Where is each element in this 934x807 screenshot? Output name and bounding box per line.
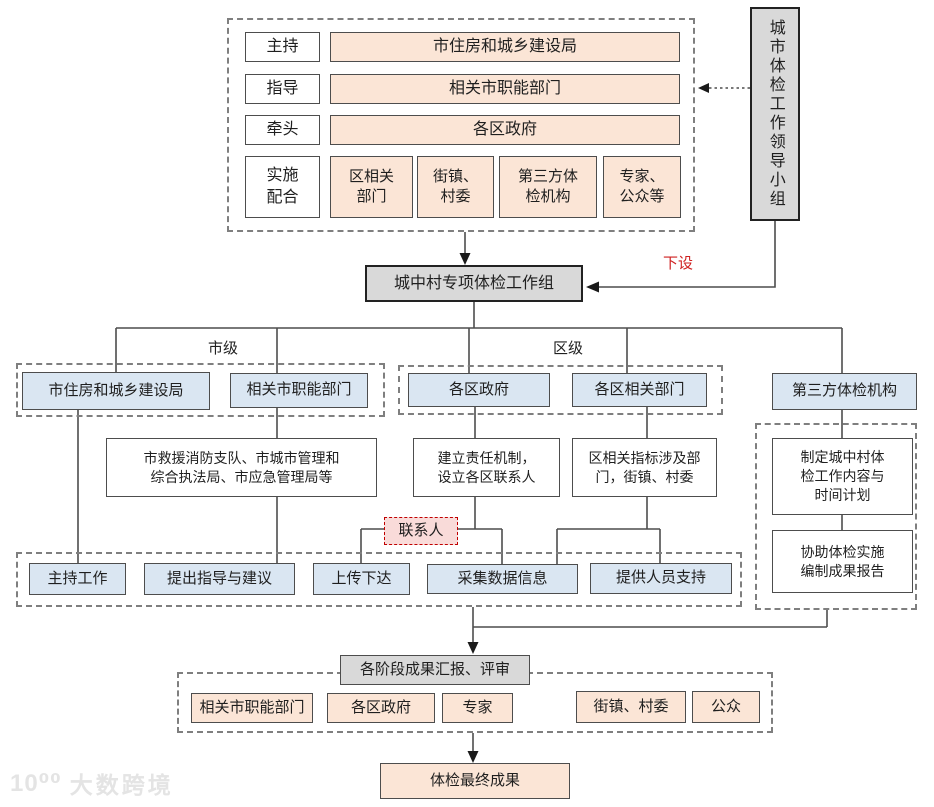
role-guide-label: 指导 bbox=[245, 74, 320, 104]
duty-host-box: 主持工作 bbox=[29, 563, 126, 595]
review-participant-1: 相关市职能部门 bbox=[191, 693, 313, 723]
watermark-text: 大数跨境 bbox=[69, 772, 174, 798]
top-org-group bbox=[227, 18, 695, 232]
host-org-box: 市住房和城乡建设局 bbox=[330, 32, 680, 62]
review-participant-3: 专家 bbox=[442, 693, 513, 723]
duty-personnel-box: 提供人员支持 bbox=[590, 563, 732, 594]
district-level-label: 区级 bbox=[552, 340, 583, 357]
lead-org-box: 各区政府 bbox=[330, 115, 680, 145]
review-box: 各阶段成果汇报、评审 bbox=[340, 655, 530, 685]
implement-org-4: 专家、 公众等 bbox=[603, 156, 681, 218]
role-host-label: 主持 bbox=[245, 32, 320, 62]
below-annotation: 下设 bbox=[663, 255, 694, 272]
district-group bbox=[398, 365, 723, 415]
watermark: 10⁰⁰ 大数跨境 bbox=[10, 766, 174, 800]
review-participant-4: 街镇、村委 bbox=[576, 691, 686, 723]
implement-org-3: 第三方体 检机构 bbox=[499, 156, 597, 218]
duties-group bbox=[16, 552, 742, 607]
city-agencies-task-box: 市救援消防支队、市城市管理和 综合执法局、市应急管理局等 bbox=[106, 438, 377, 497]
workgroup-box: 城中村专项体检工作组 bbox=[365, 265, 583, 302]
watermark-logo-icon: 10⁰⁰ bbox=[10, 769, 62, 797]
final-result-box: 体检最终成果 bbox=[380, 763, 570, 799]
city-functional-depts-box: 相关市职能部门 bbox=[230, 373, 368, 408]
duty-guidance-box: 提出指导与建议 bbox=[144, 563, 295, 595]
district-gov-box: 各区政府 bbox=[408, 373, 550, 407]
district-gov-task-box: 建立责任机制， 设立各区联系人 bbox=[413, 438, 560, 497]
role-lead-label: 牵头 bbox=[245, 115, 320, 145]
guide-org-box: 相关市职能部门 bbox=[330, 74, 680, 104]
city-housing-bureau-box: 市住房和城乡建设局 bbox=[22, 372, 210, 410]
duty-data-collection-box: 采集数据信息 bbox=[427, 564, 578, 594]
third-party-task-2-box: 协助体检实施 编制成果报告 bbox=[772, 530, 913, 593]
district-depts-task-box: 区相关指标涉及部 门，街镇、村委 bbox=[572, 438, 717, 497]
review-participant-2: 各区政府 bbox=[327, 693, 435, 723]
duty-relay-box: 上传下达 bbox=[313, 563, 410, 595]
district-depts-box: 各区相关部门 bbox=[572, 373, 707, 407]
implement-org-1: 区相关 部门 bbox=[330, 156, 413, 218]
city-level-label: 市级 bbox=[207, 340, 238, 357]
third-party-box: 第三方体检机构 bbox=[772, 373, 917, 410]
third-party-group bbox=[755, 423, 917, 610]
contact-person-tag: 联系人 bbox=[384, 517, 458, 545]
third-party-task-1-box: 制定城中村体 检工作内容与 时间计划 bbox=[772, 438, 913, 515]
implement-org-2: 街镇、 村委 bbox=[417, 156, 494, 218]
leadership-group-box: 城市体检工作领导小组 bbox=[750, 7, 800, 221]
role-implement-label: 实施 配合 bbox=[245, 156, 320, 218]
review-participant-5: 公众 bbox=[692, 691, 760, 723]
city-group bbox=[16, 363, 385, 417]
